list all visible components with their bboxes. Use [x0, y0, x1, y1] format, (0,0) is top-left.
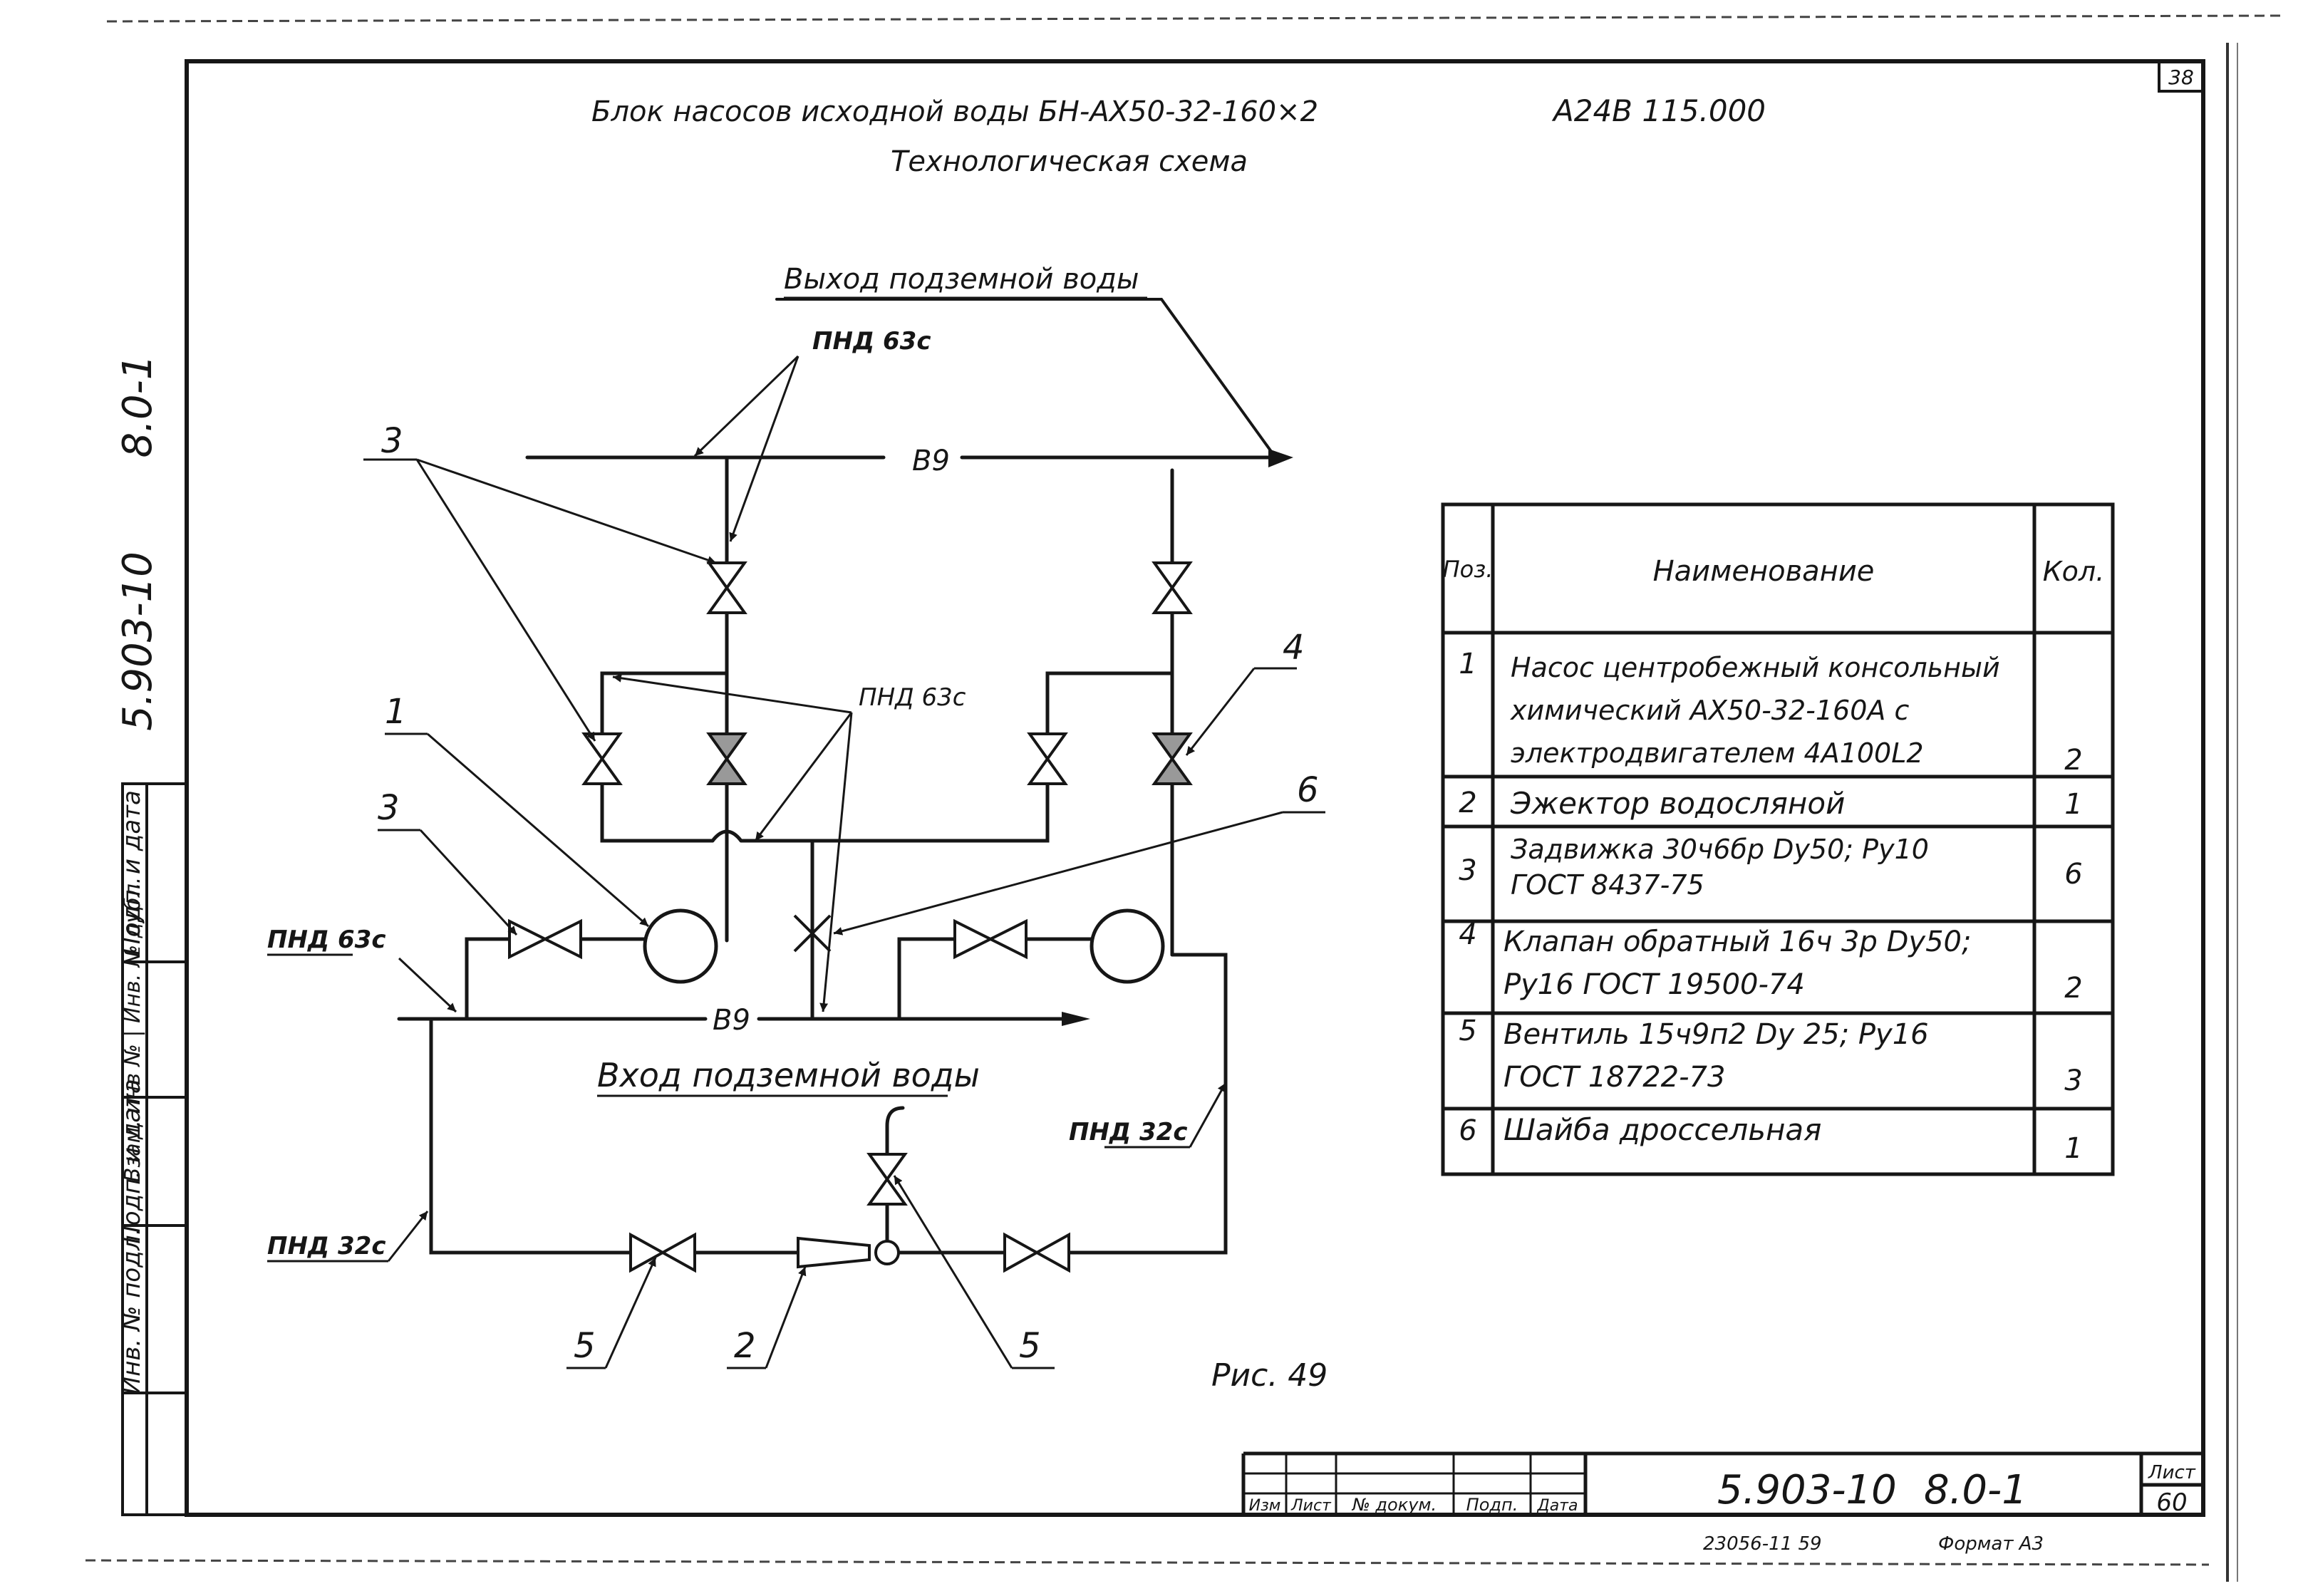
- row-5-pos: 5: [1459, 1015, 1476, 1047]
- callout-1: 1: [385, 692, 407, 732]
- pump-left: [643, 908, 718, 984]
- valve-bypass-left: [581, 732, 623, 785]
- bottom-edge-dashes: [85, 1559, 2210, 1566]
- valve-ejector-left: [629, 1232, 696, 1273]
- pipe-label-pnd63-left: ПНД 63с: [267, 926, 386, 954]
- valve-suction-right: [953, 918, 1028, 960]
- ejector-hook: [885, 1106, 905, 1156]
- table-header-name: Наименование: [1653, 555, 1875, 588]
- valve-check-left: [706, 732, 747, 785]
- strip-label-replaced-inv: Взам. инв № | Инв. № дубл.: [120, 877, 145, 1183]
- row-1-pos: 1: [1459, 648, 1476, 680]
- pipe-label-pnd63-top: ПНД 63с: [812, 327, 931, 356]
- valves: [508, 561, 1193, 1273]
- valve-check-right: [1152, 732, 1193, 785]
- line-code-top: В9: [912, 445, 950, 477]
- row-5-line-1: Вентиль 15ч9п2 Dу 25; Ру16: [1504, 1018, 1929, 1051]
- row-3-pos: 3: [1459, 854, 1476, 887]
- side-designation-top: 8.0-1: [115, 355, 161, 458]
- row-4-qty: 2: [2064, 972, 2082, 1005]
- row-1-line-1: Насос центробежный консольный: [1511, 652, 2000, 683]
- inlet-label: Вход подземной воды: [597, 1056, 980, 1094]
- tb-col-docno: № докум.: [1351, 1495, 1437, 1515]
- valve-bypass-right: [1027, 732, 1068, 785]
- row-4-line-2: Ру16 ГОСТ 19500-74: [1504, 968, 1805, 1001]
- pipe-label-pnd32-right: ПНД 32с: [1069, 1118, 1188, 1146]
- tb-footer-text: 23056-11 59: [1703, 1533, 1822, 1555]
- row-1-line-2: химический АХ50-32-160А с: [1510, 695, 1909, 726]
- valve-ejector-top: [866, 1153, 908, 1206]
- strip-label-sign-date-2: Подп. и дата: [118, 1079, 146, 1244]
- corner-sheet-number: 38: [2168, 66, 2194, 89]
- tb-col-change: Изм: [1249, 1497, 1281, 1515]
- row-5-qty: 3: [2064, 1064, 2082, 1097]
- row-4-line-1: Клапан обратный 16ч 3р Dу50;: [1504, 926, 1971, 958]
- row-6-pos: 6: [1459, 1114, 1476, 1147]
- outlet-arrow: [1268, 449, 1293, 467]
- left-crossover: [710, 829, 743, 843]
- valve-ejector-right: [1003, 1232, 1070, 1273]
- orifice-plate: [793, 914, 832, 953]
- pump-right: [1090, 908, 1165, 984]
- valve-top-right: [1152, 561, 1193, 614]
- header-code: А24В 115.000: [1551, 93, 1766, 128]
- row-2-pos: 2: [1459, 787, 1476, 819]
- row-6-qty: 1: [2064, 1132, 2082, 1165]
- figure-caption: Рис. 49: [1211, 1357, 1328, 1394]
- row-1-qty: 2: [2064, 744, 2082, 777]
- table-header-qty: Кол.: [2043, 556, 2105, 587]
- row-5-line-2: ГОСТ 18722-73: [1504, 1061, 1725, 1094]
- right-suction: [897, 937, 957, 1021]
- tb-format-text: Формат А3: [1938, 1533, 2044, 1555]
- tb-col-date: Дата: [1537, 1497, 1578, 1515]
- ejector-body: [797, 1236, 871, 1269]
- tb-sheet-number: 60: [2156, 1488, 2187, 1517]
- callout-3-top: 3: [381, 421, 403, 461]
- tb-sheet-label: Лист: [2148, 1462, 2196, 1483]
- left-suction: [465, 937, 512, 1021]
- spec-table: Поз. Наименование Кол. 1 Насос центробеж…: [1441, 502, 2115, 1176]
- callout-5-right: 5: [1019, 1326, 1041, 1366]
- row-3-line-1: Задвижка 30ч6бр Dу50; Ру10: [1511, 834, 1929, 865]
- ejector-loop-return: [1067, 953, 1228, 1255]
- header-subtitle: Технологическая схема: [891, 145, 1248, 178]
- line-code-bottom: В9: [713, 1004, 750, 1037]
- row-4-pos: 4: [1459, 918, 1476, 951]
- pipe-label-pnd32-left: ПНД 32с: [267, 1232, 386, 1260]
- callout-3-left: 3: [378, 788, 400, 828]
- callout-4: 4: [1283, 628, 1305, 668]
- row-6-line-1: Шайба дроссельная: [1504, 1112, 1821, 1147]
- strip-label-sign-date-1: Подп. и дата: [118, 790, 146, 955]
- row-2-qty: 1: [2064, 788, 2082, 821]
- inlet-arrow: [1062, 1012, 1090, 1026]
- valve-suction-left: [508, 918, 582, 960]
- pipe-label-pnd63-mid: ПНД 63с: [859, 683, 966, 712]
- outlet-label: Выход подземной воды: [784, 263, 1139, 296]
- ejector-loop-left: [429, 1017, 633, 1255]
- strip-label-original-inv: Инв. № подл.: [118, 1228, 146, 1395]
- callout-2: 2: [734, 1326, 756, 1366]
- side-designation-mid: 5.903-10: [115, 551, 161, 731]
- ejector-junction: [874, 1240, 900, 1265]
- top-edge-dashes: [106, 14, 2281, 23]
- outlet-leader: [775, 298, 1277, 459]
- corner-number-box: [2158, 60, 2205, 93]
- row-2-line-1: Эжектор водосляной: [1510, 786, 1845, 821]
- header-title: Блок насосов исходной воды БН-АХ50-32-16…: [591, 95, 1318, 128]
- row-3-qty: 6: [2064, 858, 2082, 891]
- callout-5-left: 5: [574, 1326, 596, 1366]
- row-3-line-2: ГОСТ 8437-75: [1511, 869, 1704, 901]
- callout-6: 6: [1297, 770, 1319, 810]
- tb-col-sign: Подп.: [1466, 1495, 1518, 1515]
- row-1-line-3: электродвигателем 4А100L2: [1511, 737, 1924, 769]
- valve-top-left: [706, 561, 747, 614]
- tb-doc-number: 5.903-10: [1717, 1467, 1897, 1513]
- table-header-pos: Поз.: [1443, 556, 1494, 583]
- left-stamp-strip: [121, 782, 188, 1516]
- title-block: Изм Лист № докум. Подп. Дата 5.903-10 8.…: [1241, 1451, 2203, 1555]
- leader-lines: [267, 355, 1325, 1369]
- tb-col-sheet: Лист: [1290, 1497, 1332, 1515]
- tb-doc-part: 8.0-1: [1924, 1467, 2027, 1513]
